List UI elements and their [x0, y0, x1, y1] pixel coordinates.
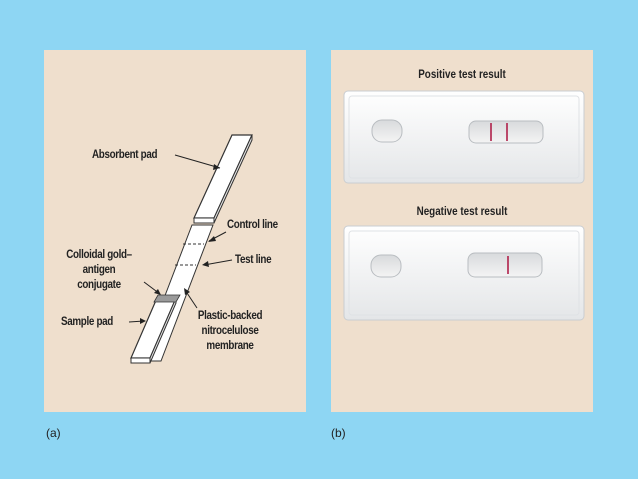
label-colloidal-gold-1: Colloidal gold– — [54, 247, 144, 261]
label-membrane-2: nitrocelulose — [185, 323, 275, 337]
panel-a-strip-diagram: Absorbent pad Control line Test line Col… — [44, 50, 306, 412]
positive-cassette — [344, 91, 584, 183]
negative-cassette — [344, 226, 584, 320]
label-sample-pad: Sample pad — [61, 314, 113, 328]
label-test-line: Test line — [235, 252, 271, 266]
label-membrane-3: membrane — [185, 338, 275, 352]
panel-b-letter: (b) — [331, 426, 346, 440]
panel-b-cassette-photos: Positive test result — [331, 50, 593, 412]
label-membrane-1: Plastic-backed — [185, 308, 275, 322]
label-colloidal-gold-2: antigen — [54, 262, 144, 276]
negative-result-title: Negative test result — [380, 204, 544, 218]
label-control-line: Control line — [227, 217, 278, 231]
lateral-flow-strip-illustration — [44, 50, 306, 412]
cassette-illustrations — [331, 50, 593, 412]
panel-a-letter: (a) — [46, 426, 61, 440]
label-colloidal-gold-3: conjugate — [54, 277, 144, 291]
label-absorbent-pad: Absorbent pad — [92, 147, 157, 161]
